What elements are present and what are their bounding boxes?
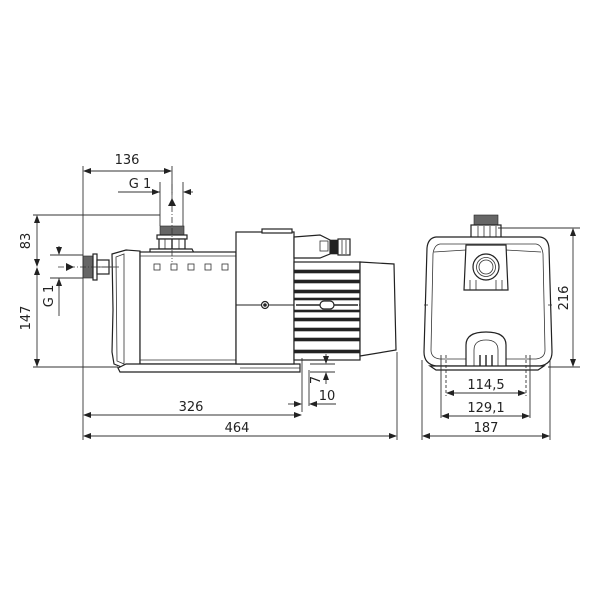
side-view bbox=[58, 184, 397, 373]
dim-g1-inlet: G 1 bbox=[42, 285, 57, 307]
dim-7: 7 bbox=[309, 376, 324, 384]
cable-gland bbox=[293, 234, 351, 259]
dim-g1-outlet: G 1 bbox=[129, 177, 151, 192]
drain-port bbox=[465, 331, 507, 366]
control-box bbox=[235, 231, 295, 365]
dim-10: 10 bbox=[319, 389, 336, 404]
dim-326: 326 bbox=[179, 400, 204, 415]
dim-464: 464 bbox=[225, 421, 250, 436]
flow-out-arrow-icon bbox=[168, 198, 176, 206]
pump-body bbox=[139, 251, 237, 365]
dim-114-5: 114,5 bbox=[467, 378, 504, 393]
dim-187: 187 bbox=[474, 421, 499, 436]
motor bbox=[293, 261, 365, 361]
dim-129-1: 129,1 bbox=[467, 401, 504, 416]
front-view bbox=[423, 214, 553, 371]
side-view-dimensions: 136 G 1 83 147 G 1 7 10 bbox=[19, 153, 398, 440]
dim-136: 136 bbox=[115, 153, 140, 168]
indicator-row bbox=[153, 263, 229, 271]
flow-in-arrow-icon bbox=[66, 263, 74, 271]
dim-83: 83 bbox=[19, 233, 34, 250]
fan-cover bbox=[359, 261, 397, 357]
front-view-dimensions: 216 114,5 129,1 187 bbox=[421, 227, 580, 440]
dim-147: 147 bbox=[19, 306, 34, 331]
dim-216: 216 bbox=[557, 286, 572, 311]
